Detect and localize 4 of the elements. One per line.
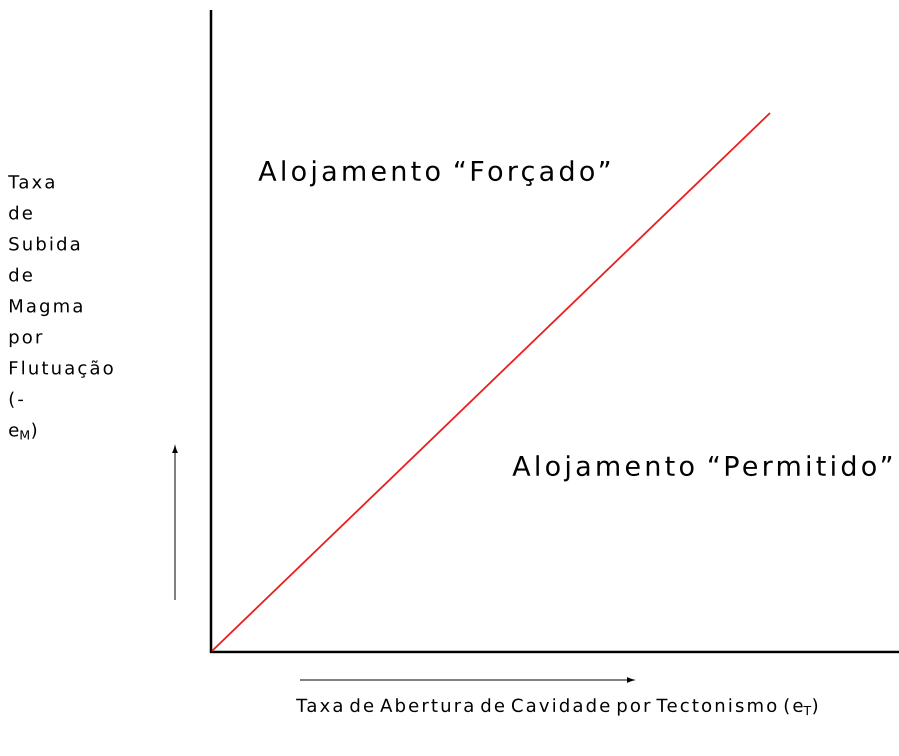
axis-title: Taxa de Abertura de Cavidade por Tectonismo (e$_{T}$)	[296, 698, 818, 716]
region-label: Alojamento “Permitido”	[512, 455, 892, 482]
axis-title: Taxa de Subida de Magma por Flutuação (-e$_{M}$)	[8, 175, 113, 440]
region-label: Alojamento “Forçado”	[258, 160, 610, 186]
